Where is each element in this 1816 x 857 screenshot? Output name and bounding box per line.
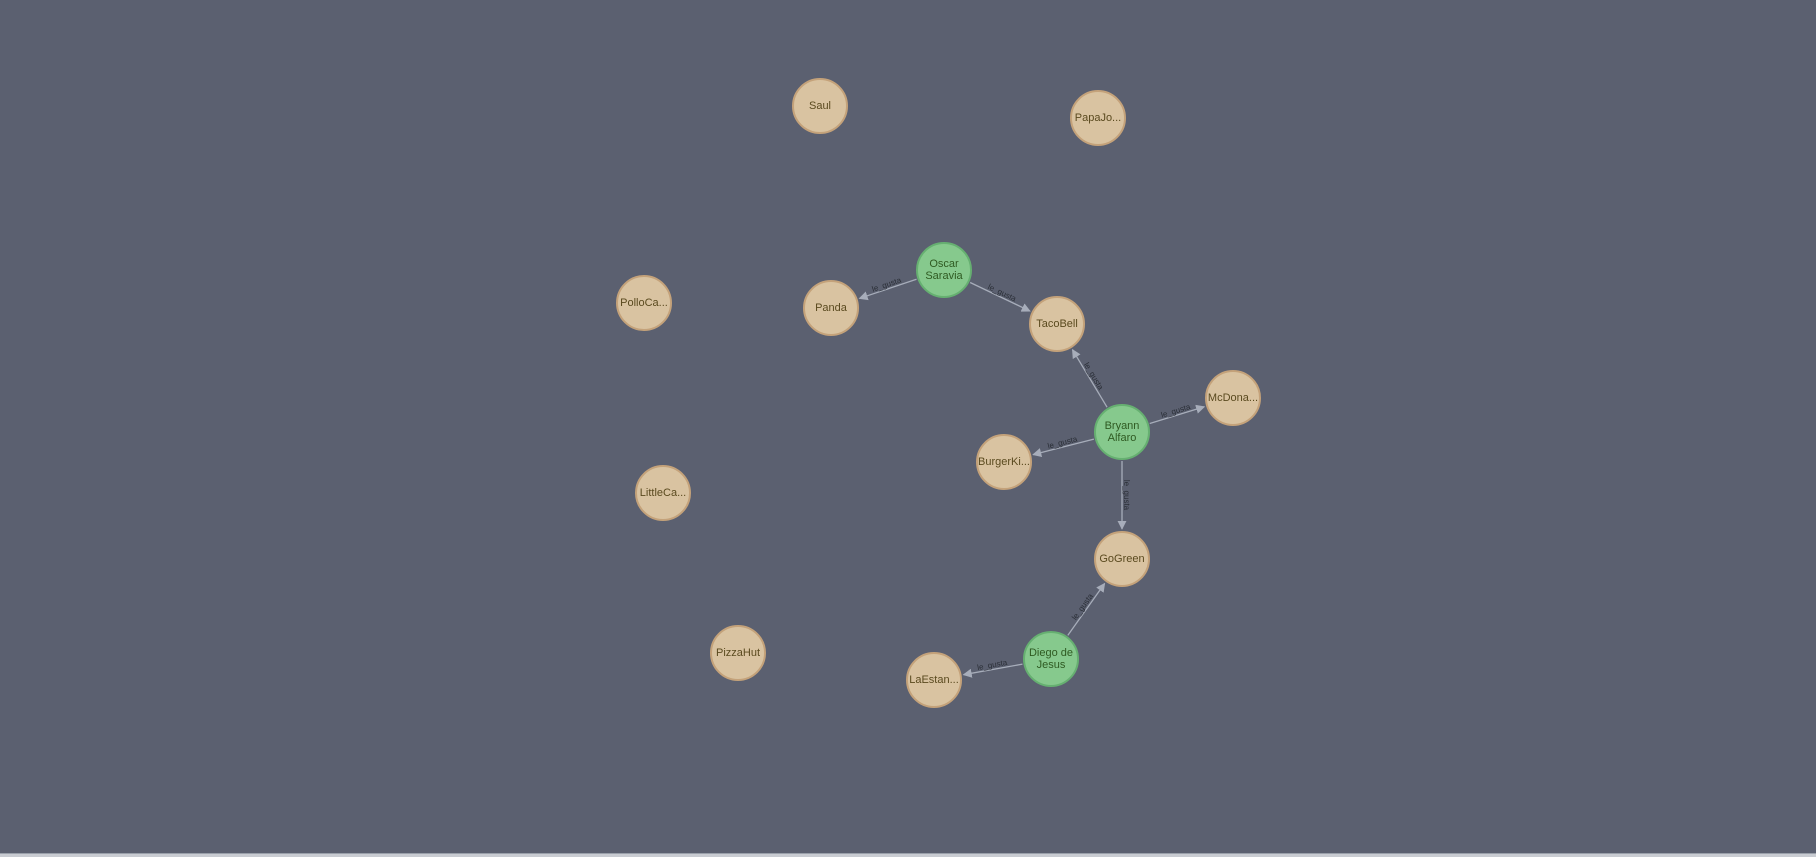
graph-edge-oscar-tacobell[interactable]: le_gusta <box>969 281 1031 312</box>
node-circle[interactable] <box>616 275 672 331</box>
graph-edge-bryann-tacobell[interactable]: le_gusta <box>1071 348 1108 408</box>
node-circle[interactable] <box>906 652 962 708</box>
bottom-border <box>0 853 1816 857</box>
edge-line[interactable] <box>858 278 917 301</box>
graph-edge-bryann-mcdonalds[interactable]: le_gusta <box>1149 402 1206 425</box>
node-circle[interactable] <box>792 78 848 134</box>
node-circle[interactable] <box>1094 531 1150 587</box>
edge-line[interactable] <box>962 663 1023 678</box>
edge-label: le_gusta <box>1122 480 1131 511</box>
edge-line[interactable] <box>1071 348 1108 408</box>
graph-node-saul[interactable]: Saul <box>792 78 848 134</box>
graph-node-pollocampero[interactable]: PolloCa... <box>616 275 672 331</box>
edge-line[interactable] <box>1149 404 1206 425</box>
graph-node-pizzahut[interactable]: PizzaHut <box>710 625 766 681</box>
graph-node-panda[interactable]: Panda <box>803 280 859 336</box>
graph-edge-bryann-burgerking[interactable]: le_gusta <box>1032 434 1095 457</box>
graph-node-littlecaesars[interactable]: LittleCa... <box>635 465 691 521</box>
graph-node-mcdonalds[interactable]: McDona... <box>1205 370 1261 426</box>
node-circle[interactable] <box>710 625 766 681</box>
node-circle[interactable] <box>803 280 859 336</box>
node-circle[interactable] <box>1023 631 1079 687</box>
node-circle[interactable] <box>1094 404 1150 460</box>
node-circle[interactable] <box>976 434 1032 490</box>
graph-node-papajohns[interactable]: PapaJo... <box>1070 90 1126 146</box>
node-circle[interactable] <box>1205 370 1261 426</box>
node-circle[interactable] <box>1070 90 1126 146</box>
edge-line[interactable] <box>969 281 1031 312</box>
edge-label: le_gusta <box>1047 434 1079 450</box>
graph-edge-diego-laestancia[interactable]: le_gusta <box>962 658 1023 678</box>
edge-label: le_gusta <box>1160 402 1192 420</box>
graph-edge-diego-gogreen[interactable]: le_gusta <box>1067 582 1106 636</box>
edge-line[interactable] <box>1032 438 1095 457</box>
edge-label: le_gusta <box>871 275 903 293</box>
edge-label: le_gusta <box>1070 591 1095 621</box>
node-circle[interactable] <box>635 465 691 521</box>
node-circle[interactable] <box>1029 296 1085 352</box>
graph-node-laestancia[interactable]: LaEstan... <box>906 652 962 708</box>
graph-edge-oscar-panda[interactable]: le_gusta <box>858 275 917 301</box>
graph-edge-bryann-gogreen[interactable]: le_gusta <box>1117 461 1131 530</box>
node-circle[interactable] <box>916 242 972 298</box>
graph-node-gogreen[interactable]: GoGreen <box>1094 531 1150 587</box>
edge-line[interactable] <box>1067 582 1106 636</box>
graph-node-burgerking[interactable]: BurgerKi... <box>976 434 1032 490</box>
edge-label: le_gusta <box>1082 361 1106 392</box>
graph-node-tacobell[interactable]: TacoBell <box>1029 296 1085 352</box>
